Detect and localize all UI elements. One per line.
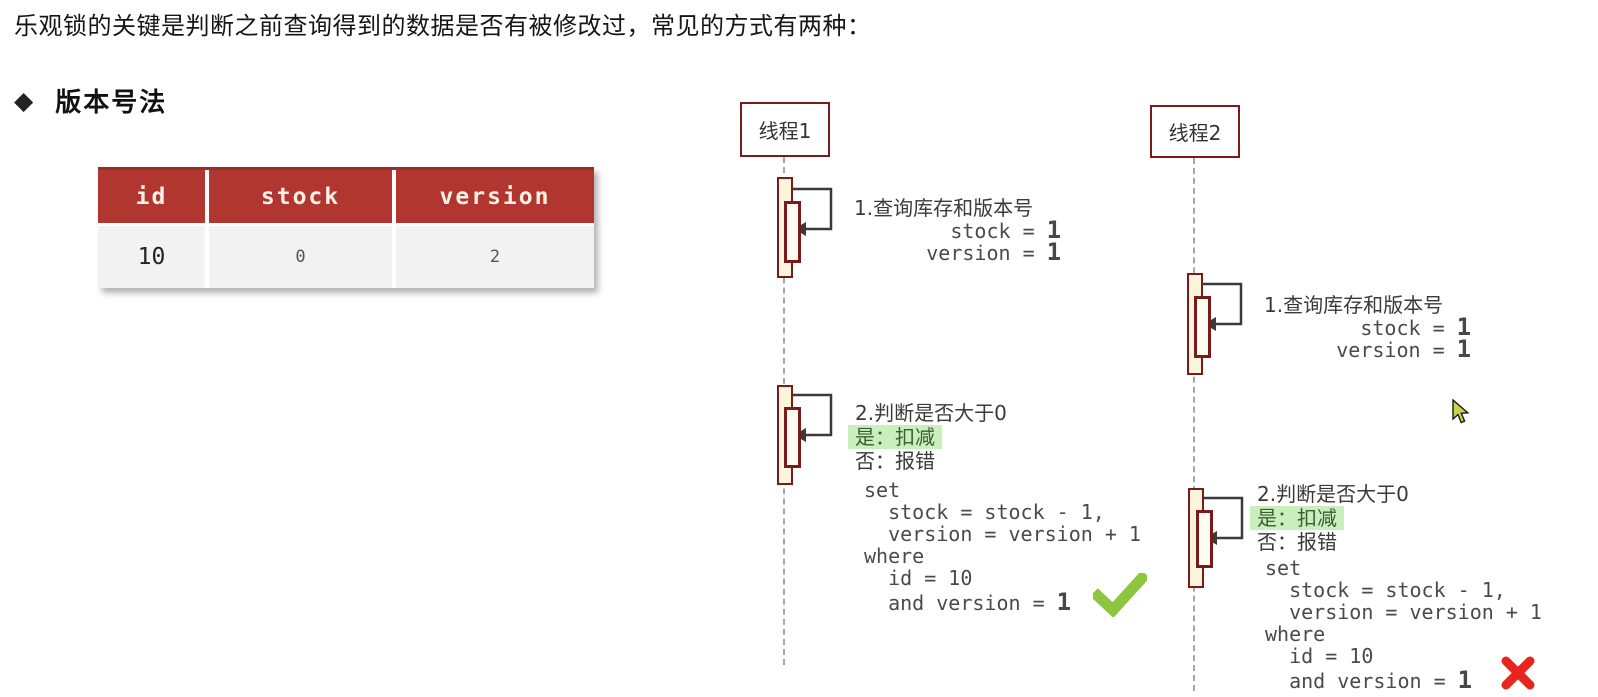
header-cell-stock: stock xyxy=(209,170,392,223)
thread2-step2-annotation: 2.判断是否大于0 是：扣减 否：报错 xyxy=(1250,483,1409,553)
mouse-cursor-icon xyxy=(1452,399,1470,424)
section-heading: ◆ 版本号法 xyxy=(14,82,167,119)
thread1-step2-title: 2.判断是否大于0 xyxy=(855,401,1007,425)
thread2-sql-version-value: 1 xyxy=(1457,666,1473,694)
sql-line: and version = 1 xyxy=(1265,666,1473,694)
thread1-step1-annotation: 1.查询库存和版本号 stock = 1 version = 1 xyxy=(854,196,1062,266)
thread2-header-box: 线程2 xyxy=(1150,105,1240,158)
sql-line: stock = stock - 1, xyxy=(1265,578,1506,602)
thread2-step1-version-value: 1 xyxy=(1456,335,1472,363)
sql-line: version = version + 1 xyxy=(1265,600,1542,624)
cell-stock-value: 0 xyxy=(209,226,392,288)
thread2-step2-yes-highlight: 是：扣减 xyxy=(1250,506,1344,530)
thread2-activation1-inner-bar xyxy=(1194,296,1211,358)
thread2-activation2-inner-bar xyxy=(1196,510,1213,568)
thread1-step2-yes-highlight: 是：扣减 xyxy=(848,425,942,449)
thread2-step1-stock-label: stock = xyxy=(1264,316,1457,340)
sql-line: where xyxy=(864,544,925,568)
thread1-activation1-inner-bar xyxy=(784,201,801,263)
section-title: 版本号法 xyxy=(55,88,168,118)
table-row: 10 0 2 xyxy=(98,226,594,288)
cell-id-value: 10 xyxy=(98,226,205,288)
thread1-step1-stock-value: 1 xyxy=(1046,216,1062,244)
sql-line: where xyxy=(1265,622,1326,646)
thread1-label: 线程1 xyxy=(758,119,812,143)
thread1-activation2-inner-bar xyxy=(784,407,801,468)
thread2-step2-title: 2.判断是否大于0 xyxy=(1257,482,1409,506)
thread1-step1-stock-label: stock = xyxy=(854,219,1047,243)
sql-line: id = 10 xyxy=(1265,644,1374,668)
thread1-step1-version-value: 1 xyxy=(1046,238,1062,266)
cell-version-value: 2 xyxy=(396,226,594,288)
table-header-row: id stock version xyxy=(98,167,594,223)
header-cell-id: id xyxy=(98,170,205,223)
thread2-step1-annotation: 1.查询库存和版本号 stock = 1 version = 1 xyxy=(1264,293,1472,363)
stock-table: id stock version 10 0 2 xyxy=(98,167,594,288)
thread2-step1-stock-value: 1 xyxy=(1456,313,1472,341)
thread1-step1-title: 1.查询库存和版本号 xyxy=(854,196,1034,220)
thread2-failure-cross-icon xyxy=(1501,656,1535,690)
thread2-label: 线程2 xyxy=(1168,121,1222,145)
thread1-step2-annotation: 2.判断是否大于0 是：扣减 否：报错 xyxy=(848,402,1007,472)
intro-text: 乐观锁的关键是判断之前查询得到的数据是否有被修改过，常见的方式有两种： xyxy=(14,12,872,40)
sql-line: stock = stock - 1, xyxy=(864,500,1105,524)
header-cell-version: version xyxy=(396,170,594,223)
thread2-sql-block: set stock = stock - 1, version = version… xyxy=(1265,556,1542,694)
diamond-bullet-icon: ◆ xyxy=(14,86,34,115)
thread1-header-box: 线程1 xyxy=(740,102,830,157)
thread2-step2-no: 否：报错 xyxy=(1257,530,1337,554)
thread1-step1-version-label: version = xyxy=(854,241,1047,265)
sql-line: id = 10 xyxy=(864,566,973,590)
thread2-step1-version-label: version = xyxy=(1264,338,1457,362)
thread1-success-check-icon xyxy=(1093,573,1147,617)
sql-line: and version = 1 xyxy=(864,588,1072,616)
thread1-sql-block: set stock = stock - 1, version = version… xyxy=(864,478,1141,616)
sql-line: set xyxy=(864,478,901,502)
thread1-sql-version-value: 1 xyxy=(1056,588,1072,616)
sql-line: set xyxy=(1265,556,1302,580)
thread1-step2-no: 否：报错 xyxy=(855,449,935,473)
sql-line: version = version + 1 xyxy=(864,522,1141,546)
thread2-lifeline xyxy=(1193,158,1195,691)
thread2-step1-title: 1.查询库存和版本号 xyxy=(1264,293,1444,317)
